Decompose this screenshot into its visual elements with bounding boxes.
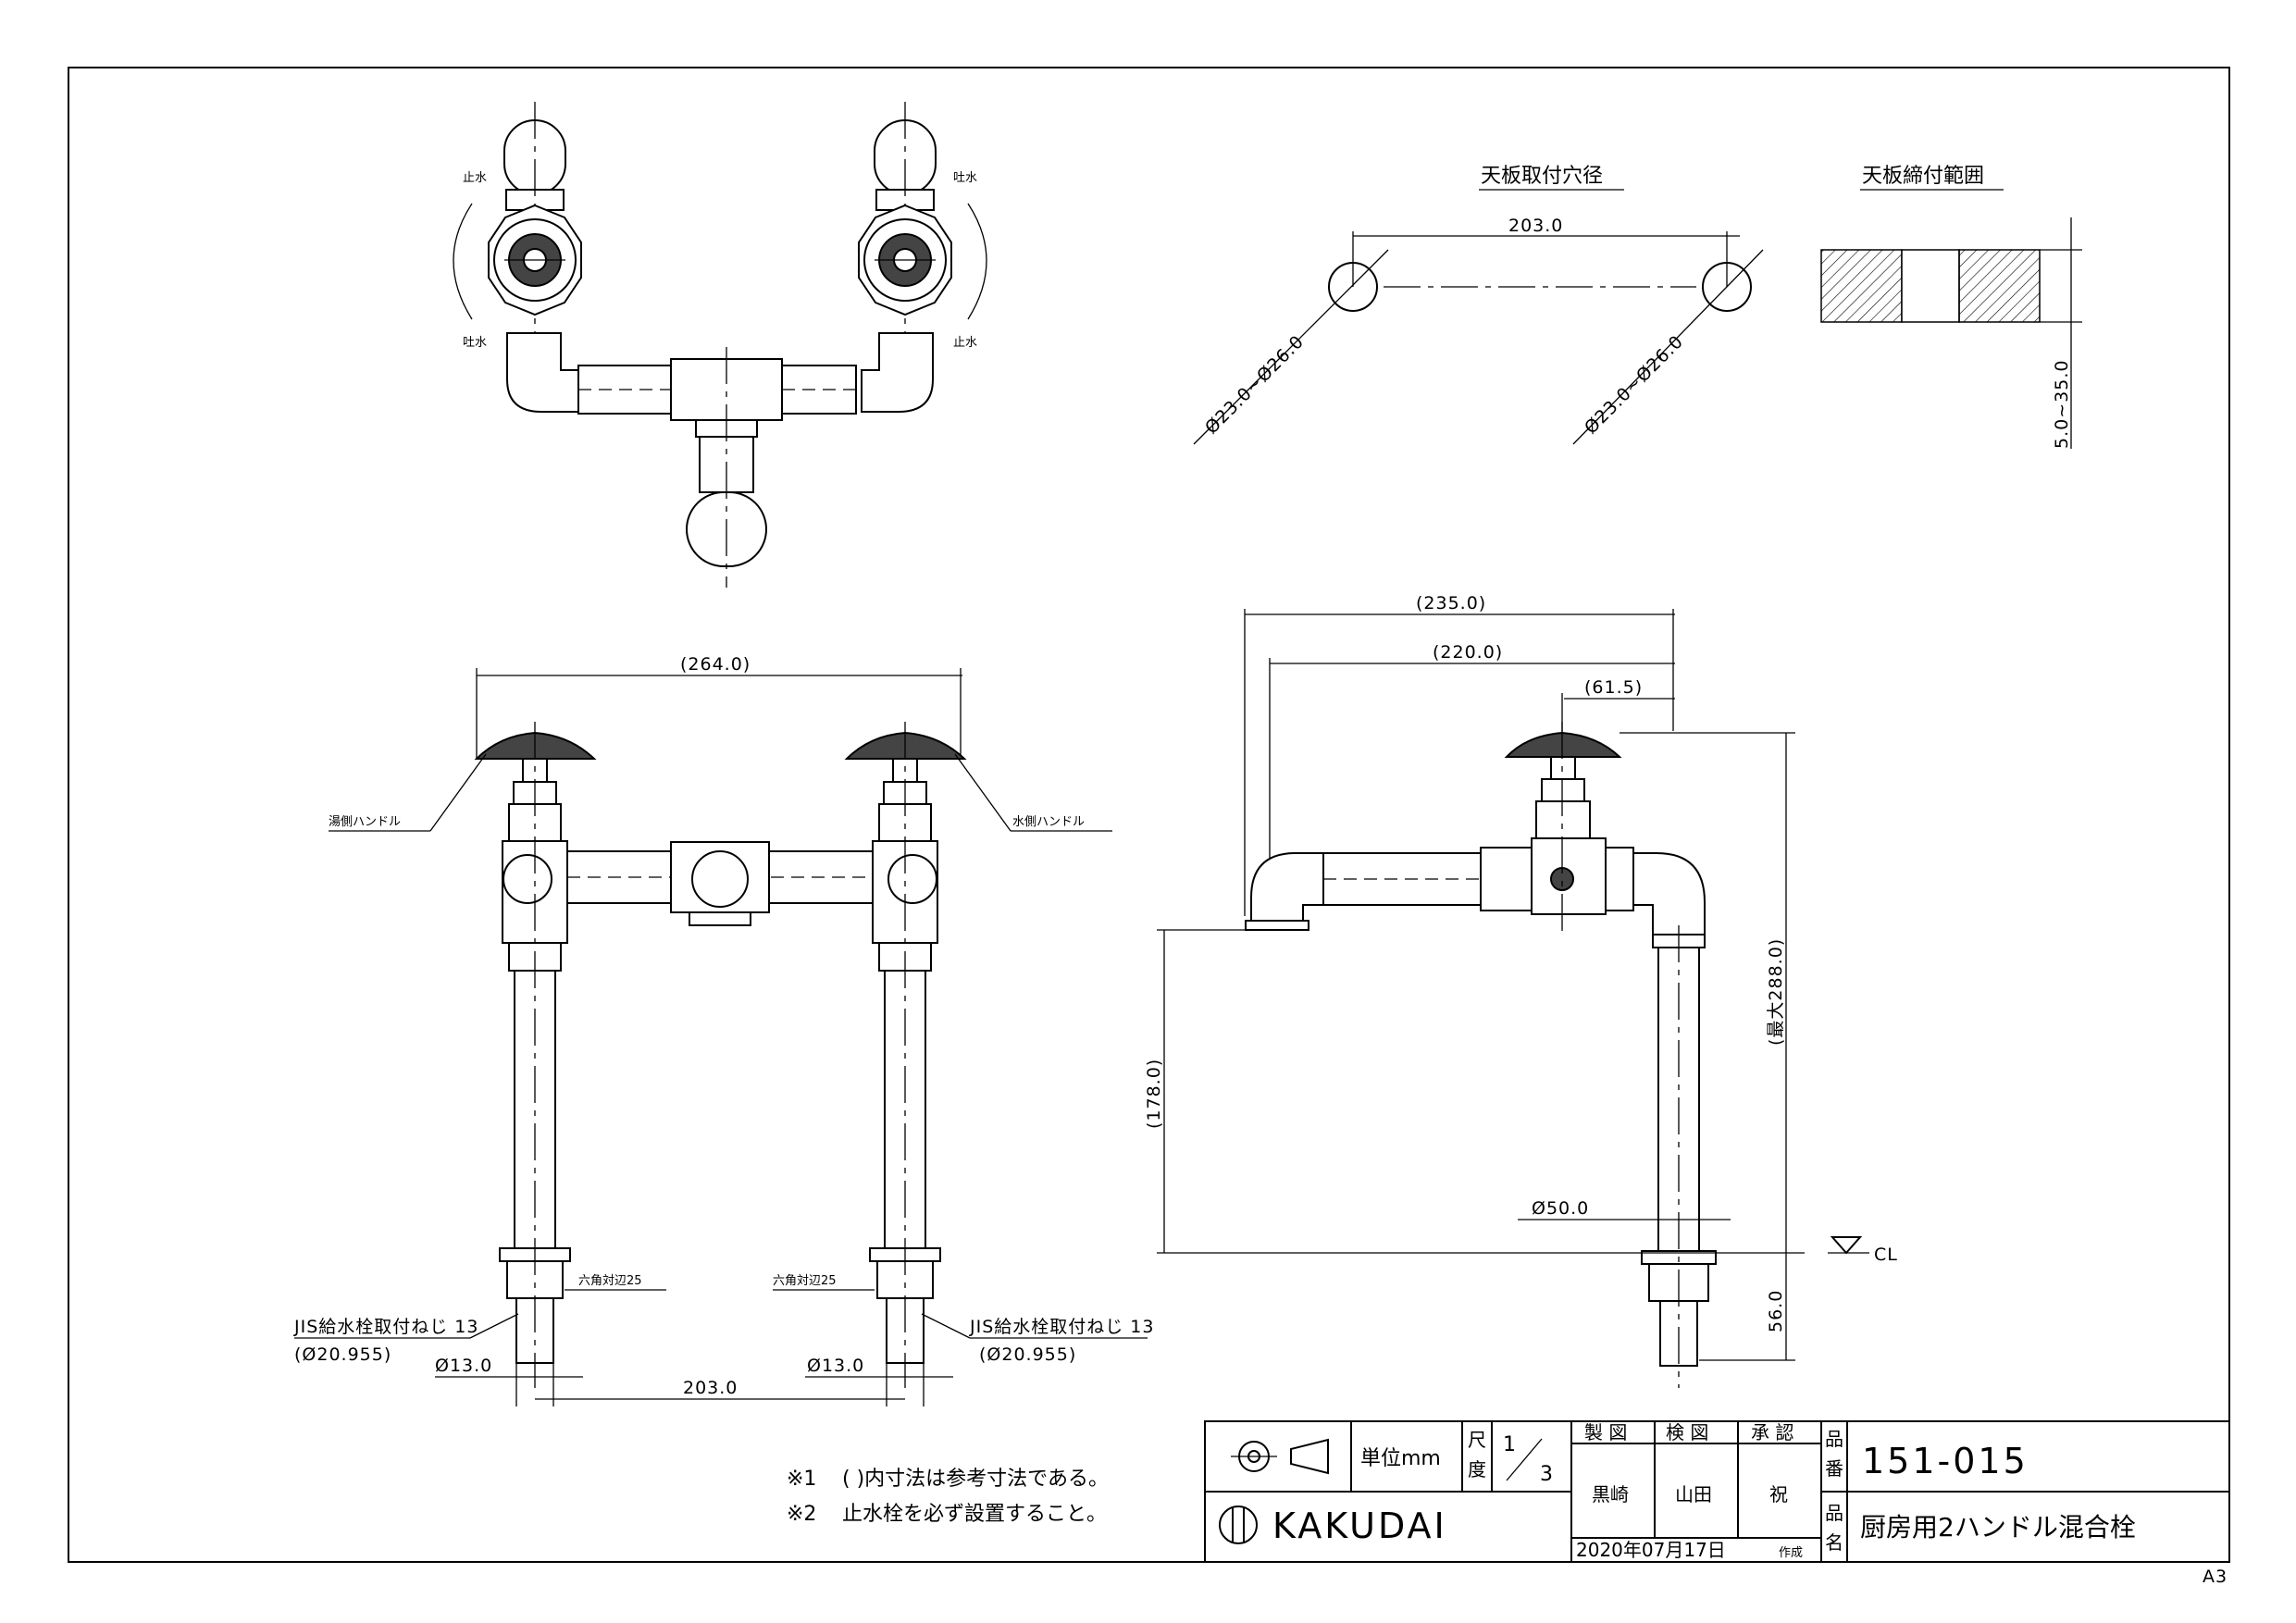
front-width: (264.0): [680, 654, 751, 675]
clamp-range-title: 天板締付範囲: [1862, 165, 1984, 188]
top-view: 止水 吐水 吐水 止水: [453, 102, 987, 588]
side-height-max: (最大288.0): [1766, 938, 1786, 1046]
mount-hole-right-dia: Ø23.0~Ø26.0: [1581, 331, 1688, 439]
left-handle-wheel: [488, 204, 582, 316]
kakudai-logo-icon: [1219, 1505, 1258, 1544]
side-reach-spout: (220.0): [1433, 642, 1503, 663]
top-left-upper-label: 止水: [463, 171, 487, 185]
clamp-range-view: 天板締付範囲 5.0~35.0: [1820, 165, 2082, 449]
top-left-lower-label: 吐水: [463, 336, 487, 350]
mount-hole-right: [1702, 262, 1752, 312]
name-label-b: 名: [1825, 1531, 1843, 1554]
side-height-spout: (178.0): [1144, 1059, 1164, 1129]
approved-label: 承 認: [1751, 1421, 1793, 1443]
paper-size: A3: [2203, 1567, 2228, 1587]
mount-hole-left: [1328, 262, 1378, 312]
clamp-thickness: 5.0~35.0: [2052, 360, 2072, 449]
top-right-upper-label: 吐水: [953, 171, 977, 185]
scale-label-a: 尺: [1468, 1429, 1486, 1451]
made-by: 黒崎: [1592, 1483, 1629, 1505]
shank-right-label: Ø13.0: [807, 1356, 864, 1376]
note-2-mark: ※2: [787, 1503, 816, 1526]
cl-label: CL: [1874, 1245, 1898, 1265]
part-no-label-a: 品: [1825, 1428, 1843, 1450]
side-handle: [1504, 731, 1622, 758]
part-number: 151-015: [1862, 1441, 2029, 1481]
shank-left-label: Ø13.0: [435, 1356, 492, 1376]
thread-dia-left-label: (Ø20.955): [294, 1344, 391, 1365]
thread-right-label: JIS給水栓取付ねじ 13: [969, 1317, 1154, 1337]
company-name: KAKUDAI: [1272, 1505, 1447, 1546]
unit-label: 単位mm: [1360, 1447, 1441, 1470]
hex-left-label: 六角対辺25: [578, 1274, 642, 1288]
projection-symbol-icon: [1231, 1438, 1329, 1475]
top-right-lower-label: 止水: [953, 336, 977, 350]
note-1-mark: ※1: [787, 1468, 816, 1491]
side-below-cl: 56.0: [1766, 1290, 1786, 1332]
side-spout-elbow: [1250, 852, 1324, 922]
side-handle-offset: (61.5): [1584, 677, 1643, 698]
note-2-text: 止水栓を必ず設置すること。: [842, 1503, 1107, 1526]
scale-label-b: 度: [1468, 1458, 1486, 1481]
title-block: 単位mm 尺 度 1 3 製 図 検 図 承 認 黒崎 山田 祝 品 番 151…: [1204, 1420, 2230, 1563]
front-pitch: 203.0: [683, 1378, 738, 1398]
mount-hole-title: 天板取付穴径: [1481, 165, 1603, 188]
drawing-date: 2020年07月17日: [1576, 1539, 1726, 1561]
product-name: 厨房用2ハンドル混合栓: [1860, 1512, 2136, 1542]
checked-label: 検 図: [1666, 1421, 1708, 1443]
hot-handle-label: 湯側ハンドル: [329, 815, 401, 829]
mount-hole-left-dia: Ø23.0~Ø26.0: [1201, 331, 1309, 439]
scale-den: 3: [1540, 1463, 1553, 1486]
mount-pitch: 203.0: [1508, 216, 1563, 236]
side-reach-outer: (235.0): [1416, 593, 1486, 613]
name-label-a: 品: [1825, 1502, 1843, 1524]
created-label: 作成: [1779, 1546, 1803, 1560]
side-flange-dia: Ø50.0: [1532, 1198, 1589, 1219]
made-label: 製 図: [1584, 1421, 1627, 1443]
note-1-text: ( )内寸法は参考寸法である。: [842, 1468, 1109, 1491]
checked-by: 山田: [1675, 1483, 1712, 1505]
part-no-label-b: 番: [1825, 1457, 1843, 1480]
right-handle-wheel: [858, 204, 952, 316]
cold-handle-label: 水側ハンドル: [1012, 815, 1085, 829]
thread-dia-right-label: (Ø20.955): [979, 1344, 1076, 1365]
approved-by: 祝: [1769, 1483, 1788, 1505]
front-view: (264.0) 湯側ハンドル: [293, 654, 1154, 1406]
thread-left-label: JIS給水栓取付ねじ 13: [293, 1317, 478, 1337]
mount-hole-view: 天板取付穴径 203.0 Ø23.0~Ø26.0 Ø23.0~Ø26.0: [1193, 165, 1764, 445]
hex-right-label: 六角対辺25: [773, 1274, 837, 1288]
drawing-frame: [68, 67, 2230, 1563]
scale-num: 1: [1503, 1433, 1516, 1456]
notes: ※1 ( )内寸法は参考寸法である。 ※2 止水栓を必ず設置すること。: [787, 1468, 1109, 1526]
side-view: (235.0) (220.0) (61.5) CL: [1144, 593, 1898, 1388]
